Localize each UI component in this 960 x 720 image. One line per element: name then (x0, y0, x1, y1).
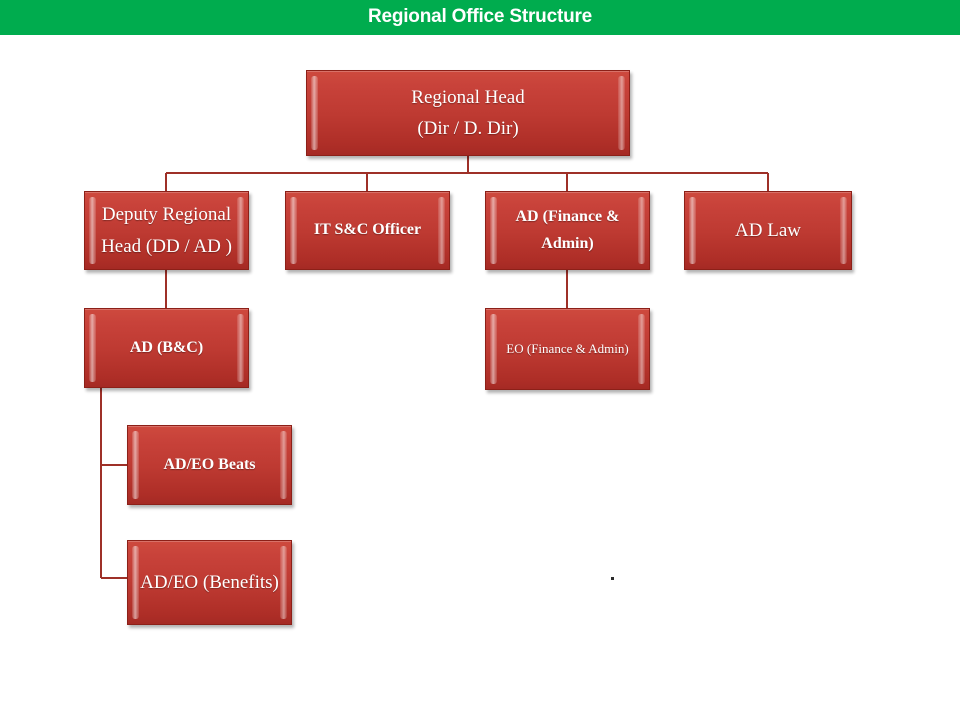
node-ad-bc-label: AD (B&C) (129, 338, 204, 356)
node-it-sc-officer[interactable]: IT S&C Officer (285, 191, 450, 270)
node-ad-bc[interactable]: AD (B&C) (84, 308, 249, 388)
page-title: Regional Office Structure (367, 6, 593, 27)
node-eo-finance-admin[interactable]: EO (Finance & Admin) (485, 308, 650, 390)
node-regional-head[interactable]: Regional Head (Dir / D. Dir) (306, 70, 630, 156)
node-it-sc-officer-label: IT S&C Officer (313, 221, 422, 239)
node-ad-eo-beats[interactable]: AD/EO Beats (127, 425, 292, 505)
node-ad-law[interactable]: AD Law (684, 191, 852, 270)
node-ad-finance-admin[interactable]: AD (Finance & Admin) (485, 191, 650, 270)
node-ad-law-label: AD Law (735, 219, 801, 241)
node-ad-eo-beats-label: AD/EO Beats (163, 455, 256, 473)
node-eo-finance-admin-label: EO (Finance & Admin) (506, 341, 629, 357)
stray-mark (611, 577, 614, 580)
node-ad-eo-benefits-label: AD/EO (Benefits) (140, 571, 279, 593)
node-deputy-regional-head-label: Deputy Regional Head (DD / AD ) (101, 204, 232, 257)
node-ad-finance-admin-label: AD (Finance & Admin) (515, 208, 620, 252)
title-banner: Regional Office Structure (0, 0, 960, 35)
node-deputy-regional-head[interactable]: Deputy Regional Head (DD / AD ) (84, 191, 249, 270)
title-banner-fill (0, 0, 952, 33)
node-regional-head-label: Regional Head (Dir / D. Dir) (411, 86, 525, 139)
node-ad-eo-benefits[interactable]: AD/EO (Benefits) (127, 540, 292, 625)
